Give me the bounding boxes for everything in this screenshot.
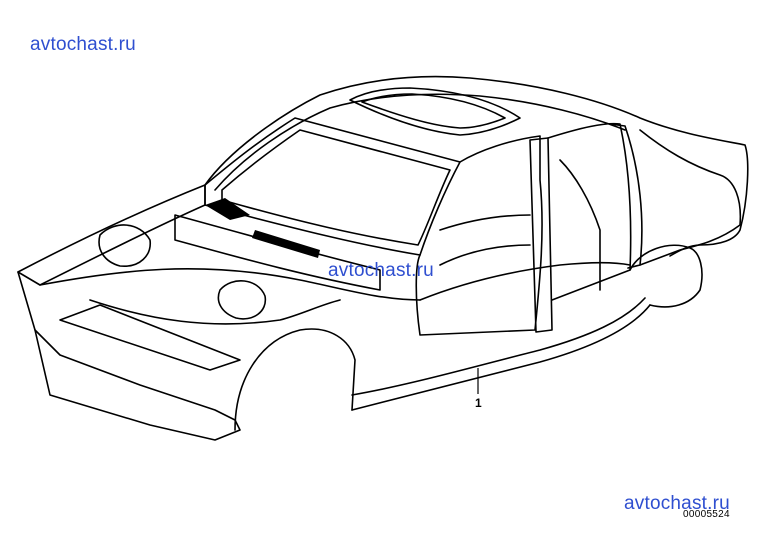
radiator-support — [34, 329, 241, 441]
strut-tower-right — [217, 280, 267, 320]
b-pillar — [529, 137, 553, 333]
rear-door-opening — [547, 122, 632, 301]
roof-outline — [204, 75, 749, 257]
front-apron — [17, 271, 236, 421]
cowl-vent — [205, 198, 250, 220]
watermark-middle: avtochast.ru — [328, 260, 434, 281]
front-seat-rail — [439, 214, 531, 231]
windshield-inner — [221, 129, 451, 246]
floor-pan — [419, 261, 631, 301]
front-wheel-arch — [234, 328, 356, 431]
front-crossmember — [59, 304, 241, 371]
sill-lower — [351, 297, 646, 396]
cowl — [39, 268, 421, 301]
strut-tower-left — [98, 224, 151, 267]
watermark-top: avtochast.ru — [30, 34, 136, 55]
tunnel — [439, 244, 531, 266]
firewall — [174, 214, 381, 291]
cowl-panel-dark — [252, 230, 320, 258]
front-door-opening — [415, 135, 543, 336]
roof-inner-edge — [214, 93, 626, 191]
windshield-frame — [204, 117, 461, 256]
engine-bay-floor — [89, 299, 341, 325]
front-fender — [17, 184, 206, 286]
sunroof-inner — [361, 93, 506, 129]
rear-seat-frame — [559, 159, 601, 291]
c-pillar — [609, 123, 643, 269]
part-callout-label: 1 — [475, 396, 482, 410]
watermark-bottom: avtochast.ru — [624, 493, 730, 514]
diagram-id-label: 00005524 — [683, 509, 730, 520]
side-sill — [351, 304, 651, 411]
rear-wheel-arch — [629, 244, 703, 308]
sunroof-opening — [349, 87, 521, 136]
rear-quarter — [639, 129, 742, 266]
